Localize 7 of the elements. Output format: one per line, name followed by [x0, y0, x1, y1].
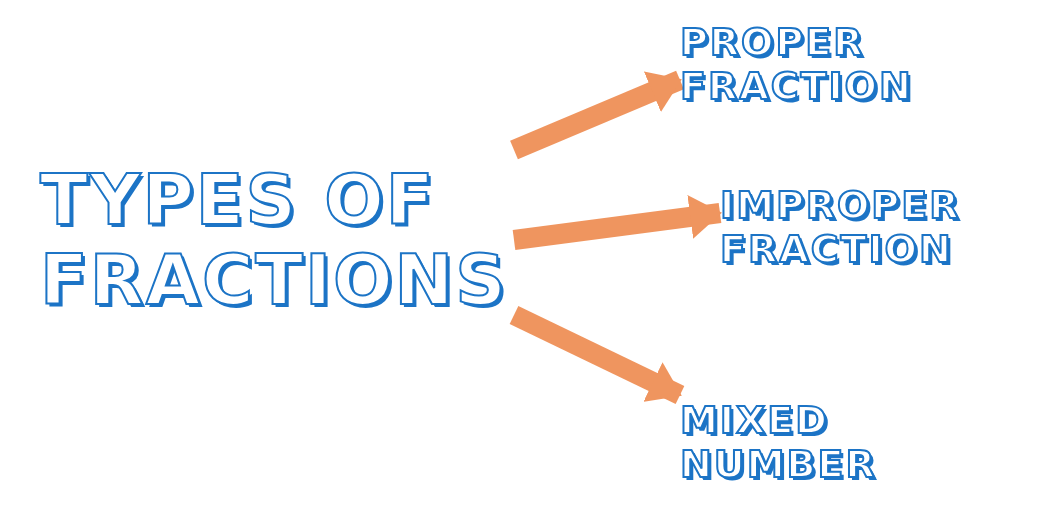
fraction-type-label: PROPER FRACTION — [680, 21, 914, 109]
fraction-type-label: MIXED NUMBER — [680, 398, 878, 487]
fraction-type-label: IMPROPER FRACTION — [720, 183, 962, 272]
arrow — [509, 306, 685, 404]
arrow — [512, 195, 722, 250]
title-text: TYPES OF FRACTIONS — [40, 159, 509, 321]
arrow — [510, 70, 684, 160]
